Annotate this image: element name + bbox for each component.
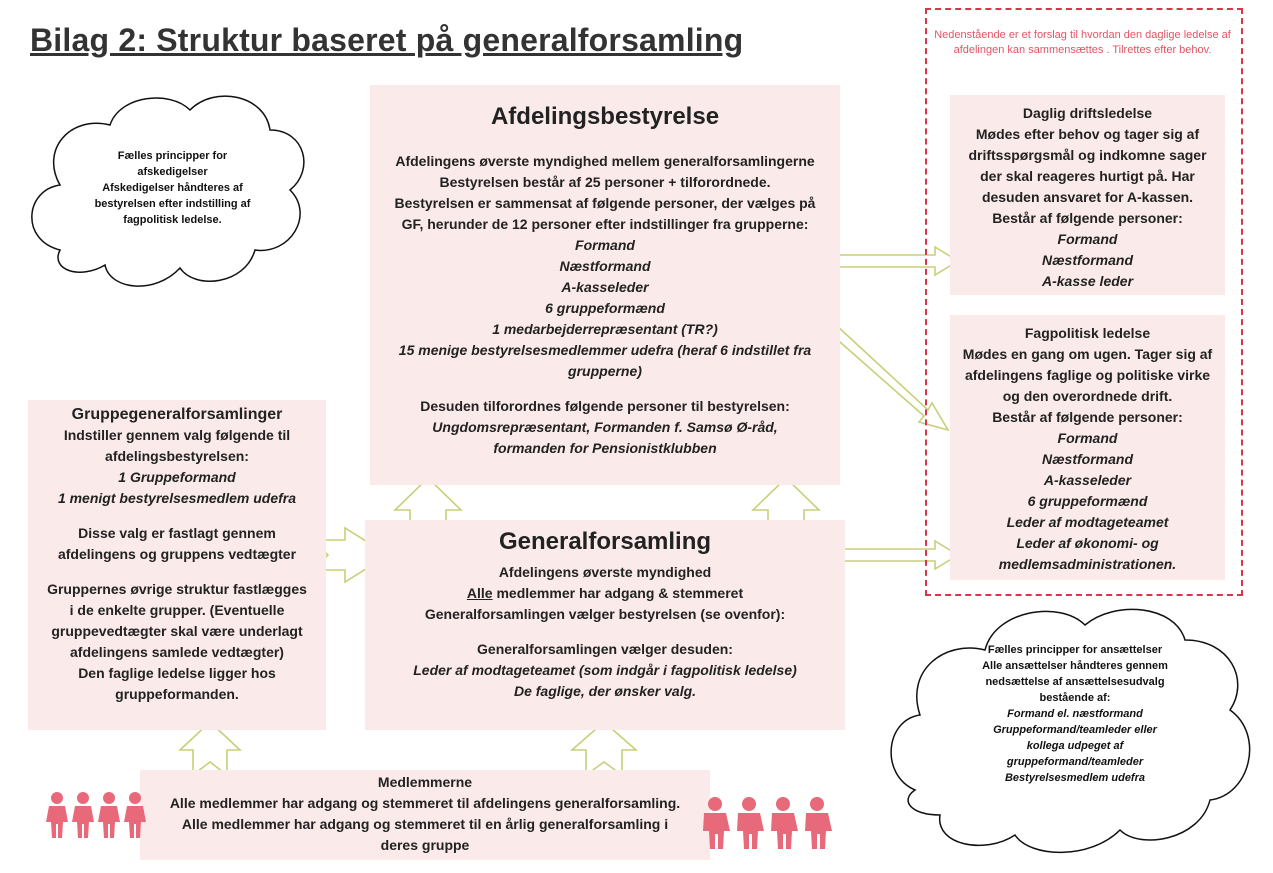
cloud-left-text: Fælles principper for afskedigelser Afsk…	[70, 148, 275, 228]
generalforsamling-title: Generalforsamling	[498, 528, 712, 555]
gen-line: Generalforsamlingen vælger bestyrelsen (…	[424, 606, 786, 622]
cloud-left-line: fagpolitisk ledelse.	[123, 214, 222, 226]
med-text: deres gruppe	[380, 837, 470, 853]
fag-text: Består af følgende personer:	[992, 409, 1183, 425]
afdelingsbestyrelse-box: Afdelingsbestyrelse Afdelingens øverste …	[370, 85, 840, 485]
gruppe-title: Gruppegeneralforsamlinger	[71, 406, 283, 423]
daily-management-proposal-frame	[925, 8, 1243, 596]
fag-member: A-kasseleder	[1043, 472, 1132, 488]
cloud-right-italic: gruppeformand/teamleder	[1006, 756, 1144, 768]
gruppe-p2: afdelingens og gruppens vedtægter	[57, 546, 297, 562]
gruppe-p3: i de enkelte grupper. (Eventuelle	[69, 602, 285, 618]
daglig-driftsledelse-box: Daglig driftsledelse Mødes efter behov o…	[950, 95, 1225, 295]
afd-intro-line: GF, herunder de 12 personer efter indsti…	[401, 216, 809, 232]
cloud-right-italic: Formand el. næstformand	[1007, 708, 1143, 720]
fag-title: Fagpolitisk ledelse	[1024, 325, 1151, 341]
daglig-title: Daglig driftsledelse	[1022, 105, 1153, 121]
page-title: Bilag 2: Struktur baseret på generalfors…	[30, 22, 744, 58]
gen-italic: Leder af modtageteamet (som indgår i fag…	[413, 662, 797, 678]
cloud-right-line: nedsættelse af ansættelsesudvalg	[985, 676, 1165, 688]
gen-line-all: Alle medlemmer har adgang & stemmeret	[365, 583, 845, 604]
daglig-text: Består af følgende personer:	[992, 210, 1183, 226]
afd-intro-line: Afdelingens øverste myndighed mellem gen…	[395, 153, 815, 169]
afd-member: Formand	[575, 237, 635, 253]
fag-member: medlemsadministrationen.	[998, 556, 1177, 572]
gen-all-rest: medlemmer har adgang & stemmeret	[492, 585, 744, 601]
gruppe-p3: afdelingens samlede vedtægter)	[70, 644, 284, 660]
people-group-icon	[703, 797, 832, 849]
afd-extra: Ungdomsrepræsentant, Formanden f. Samsø …	[432, 419, 778, 435]
gruppe-p3: Gruppernes øvrige struktur fastlægges	[47, 581, 307, 597]
cloud-left-line: bestyrelsen efter indstilling af	[94, 198, 251, 210]
med-title: Medlemmerne	[377, 774, 473, 790]
gruppe-p3: gruppeformanden.	[115, 686, 239, 702]
afd-extra: formanden for Pensionistklubben	[493, 440, 717, 456]
daglig-text: driftsspørgsmål og indkomne sager	[968, 147, 1207, 163]
arrow-med-gruppe	[177, 720, 243, 777]
cloud-right-text: Fælles principper for ansættelser Alle a…	[930, 642, 1220, 786]
gruppe-p2: Disse valg er fastlagt gennem	[78, 525, 276, 541]
fagpolitisk-ledelse-box: Fagpolitisk ledelse Mødes en gang om uge…	[950, 315, 1225, 580]
fag-text: og den overordnede drift.	[1002, 388, 1173, 404]
afd-member: 1 medarbejderrepræsentant (TR?)	[492, 321, 718, 337]
gen-line: Afdelingens øverste myndighed	[498, 564, 712, 580]
cloud-left-line: Fælles principper for	[117, 150, 228, 162]
afd-member: Næstformand	[559, 258, 651, 274]
afd-intro-line: Bestyrelsen er sammensat af følgende per…	[394, 195, 816, 211]
gen-line: Generalforsamlingen vælger desuden:	[477, 641, 733, 657]
people-group-icon	[46, 792, 146, 838]
fag-text: afdelingens faglige og politiske virke	[964, 367, 1211, 383]
daglig-text: Mødes efter behov og tager sig af	[975, 126, 1200, 142]
cloud-left-line: Afskedigelser håndteres af	[102, 182, 243, 194]
daglig-member: A-kasse leder	[1041, 273, 1134, 289]
afd-member: A-kasseleder	[561, 279, 649, 295]
cloud-right-line: bestående af:	[1039, 692, 1111, 704]
generalforsamling-box: Generalforsamling Afdelingens øverste my…	[365, 520, 845, 730]
afd-member: grupperne)	[568, 363, 642, 379]
gruppe-italic: 1 menigt bestyrelsesmedlem udefra	[57, 490, 297, 506]
cloud-right-italic: kollega udpeget af	[1026, 740, 1124, 752]
fag-member: Leder af økonomi- og	[1016, 535, 1159, 551]
afd-member: 6 gruppeformænd	[545, 300, 665, 316]
fag-member: Formand	[1057, 430, 1118, 446]
cloud-left-shape	[31, 95, 305, 287]
cloud-right-shape	[890, 608, 1251, 854]
cloud-right-italic: Gruppeformand/teamleder eller	[993, 724, 1157, 736]
gruppe-italic: 1 Gruppeformand	[118, 469, 236, 485]
daglig-member: Næstformand	[1041, 252, 1133, 268]
proposal-note: Nedenstående er et forslag til hvordan d…	[934, 29, 1231, 56]
arrow-med-gen	[569, 720, 639, 777]
gruppegeneralforsamlinger-box: Gruppegeneralforsamlinger Indstiller gen…	[28, 400, 326, 730]
afd-intro-line: Bestyrelsen består af 25 personer + tilf…	[439, 174, 771, 190]
afd-extra-intro: Desuden tilforordnes følgende personer t…	[420, 398, 790, 414]
daglig-text: der skal reageres hurtigt på. Har	[980, 168, 1195, 184]
gruppe-p3: gruppevedtægter skal være underlagt	[51, 623, 303, 639]
fag-member: 6 gruppeformænd	[1027, 493, 1148, 509]
afdelingsbestyrelse-title: Afdelingsbestyrelse	[490, 103, 720, 130]
med-text: Alle medlemmer har adgang og stemmeret t…	[181, 816, 669, 832]
cloud-right-line: Alle ansættelser håndteres gennem	[982, 660, 1168, 672]
cloud-left-line: afskedigelser	[137, 166, 208, 178]
gruppe-intro: Indstiller gennem valg følgende til	[63, 427, 291, 443]
daglig-text: desuden ansvaret for A-kassen.	[981, 189, 1194, 205]
afd-member: 15 menige bestyrelsesmedlemmer udefra (h…	[398, 342, 812, 358]
gen-all-underlined: Alle	[466, 585, 493, 601]
med-text: Alle medlemmer har adgang og stemmeret t…	[169, 795, 681, 811]
daglig-member: Formand	[1057, 231, 1118, 247]
medlemmerne-box: Medlemmerne Alle medlemmer har adgang og…	[140, 770, 710, 860]
cloud-right-line: Fælles principper for ansættelser	[987, 644, 1163, 656]
cloud-right-italic: Bestyrelsesmedlem udefra	[1004, 772, 1145, 784]
fag-member: Næstformand	[1041, 451, 1133, 467]
fag-text: Mødes en gang om ugen. Tager sig af	[962, 346, 1213, 362]
gruppe-intro: afdelingsbestyrelsen:	[105, 448, 249, 464]
gen-italic: De faglige, der ønsker valg.	[513, 683, 697, 699]
fag-member: Leder af modtageteamet	[1006, 514, 1169, 530]
gruppe-p3: Den faglige ledelse ligger hos	[78, 665, 276, 681]
